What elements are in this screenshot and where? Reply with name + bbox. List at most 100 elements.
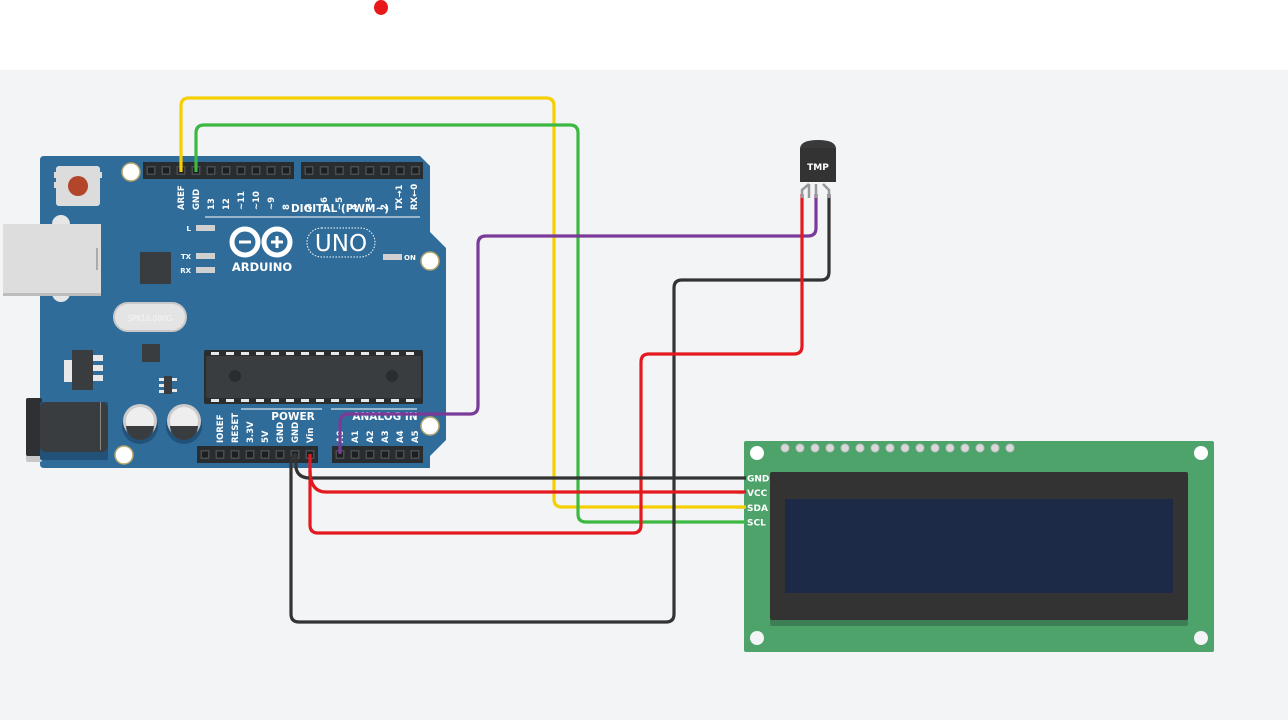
- led-on: ON: [383, 254, 416, 262]
- digital-header-right: [301, 162, 423, 179]
- header-socket[interactable]: [395, 450, 405, 459]
- led-tx: TX: [181, 253, 215, 261]
- reset-button[interactable]: [54, 166, 102, 206]
- svg-text:L: L: [187, 225, 192, 233]
- mount-hole-icon: [420, 416, 440, 436]
- pin-label: 4: [350, 204, 360, 210]
- wire-gnd-scl[interactable]: [194, 123, 746, 524]
- svg-text:SPK16.000G: SPK16.000G: [128, 314, 172, 323]
- lcd-pad: [1005, 443, 1015, 453]
- arduino-uno-board[interactable]: SPK16.000G: [3, 156, 446, 468]
- led-l: L: [187, 225, 215, 233]
- svg-text:RX: RX: [180, 267, 191, 275]
- header-socket[interactable]: [206, 166, 216, 175]
- wire-a0-tmp[interactable]: [338, 194, 818, 454]
- lcd-pad: [975, 443, 985, 453]
- pin-label: IOREF: [216, 414, 226, 443]
- pin-label: 2: [380, 204, 390, 210]
- header-socket[interactable]: [245, 450, 255, 459]
- lcd-pad: [930, 443, 940, 453]
- usb-connector: [3, 215, 101, 302]
- header-socket[interactable]: [335, 450, 345, 459]
- transistor-smd: [159, 376, 177, 394]
- mount-hole-icon: [1194, 631, 1208, 645]
- lcd-pad: [900, 443, 910, 453]
- svg-text:ON: ON: [404, 254, 416, 262]
- pin-label: A2: [366, 430, 376, 443]
- brand-label: ARDUINO: [232, 260, 293, 274]
- header-socket[interactable]: [266, 166, 276, 175]
- pin-label: A1: [351, 430, 361, 443]
- lcd-pad: [870, 443, 880, 453]
- header-socket[interactable]: [161, 166, 171, 175]
- temperature-sensor[interactable]: TMP: [800, 140, 836, 198]
- capacitor: [122, 404, 158, 444]
- lcd-pad: [840, 443, 850, 453]
- header-socket[interactable]: [350, 166, 360, 175]
- wire-aref-sda[interactable]: [179, 96, 746, 509]
- pin-label: GND: [192, 189, 202, 210]
- pin-label: 3.3V: [246, 421, 256, 443]
- lcd-pad: [990, 443, 1000, 453]
- top-toolbar: [0, 0, 1288, 70]
- wire-lcd-vcc[interactable]: [308, 469, 746, 494]
- header-socket[interactable]: [260, 450, 270, 459]
- pin-label: AREF: [177, 185, 187, 210]
- header-socket[interactable]: [281, 166, 291, 175]
- header-socket[interactable]: [230, 450, 240, 459]
- pin-label: ~6: [320, 197, 330, 210]
- pin-label: ~9: [267, 197, 277, 210]
- mount-hole-icon: [750, 631, 764, 645]
- header-socket[interactable]: [365, 450, 375, 459]
- header-socket[interactable]: [146, 166, 156, 175]
- power-header-label: POWER: [271, 411, 314, 423]
- header-socket[interactable]: [395, 166, 405, 175]
- mount-hole-icon: [420, 251, 440, 271]
- header-socket[interactable]: [410, 166, 420, 175]
- header-socket[interactable]: [380, 450, 390, 459]
- wires: [179, 96, 831, 624]
- header-socket[interactable]: [350, 450, 360, 459]
- lcd-pin-label-vcc: VCC: [747, 489, 768, 499]
- header-socket[interactable]: [215, 450, 225, 459]
- pin-label: 12: [222, 198, 232, 210]
- pin-label: GND: [291, 422, 301, 443]
- lcd-pad: [960, 443, 970, 453]
- header-socket[interactable]: [221, 166, 231, 175]
- atmega-microcontroller: [204, 350, 423, 404]
- header-socket[interactable]: [275, 450, 285, 459]
- mount-hole-icon: [121, 162, 141, 182]
- uno-badge: UNO: [306, 227, 376, 258]
- header-socket[interactable]: [334, 166, 344, 175]
- header-socket[interactable]: [365, 166, 375, 175]
- header-socket[interactable]: [380, 166, 390, 175]
- header-socket[interactable]: [410, 450, 420, 459]
- pin-label: TX→1: [395, 185, 405, 210]
- lcd-pin-label-sda: SDA: [747, 504, 768, 514]
- pin-label: Vin: [306, 428, 316, 443]
- pin-label: ~5: [335, 197, 345, 210]
- pin-label: RX←0: [410, 184, 420, 210]
- lcd-pin-label-scl: SCL: [747, 519, 766, 529]
- mount-hole-icon: [1194, 446, 1208, 460]
- lcd-pad: [825, 443, 835, 453]
- header-socket[interactable]: [251, 166, 261, 175]
- wire-tmp-vcc[interactable]: [308, 194, 804, 535]
- header-socket[interactable]: [236, 166, 246, 175]
- lcd-pin-label-gnd: GND: [747, 475, 769, 485]
- header-socket[interactable]: [319, 166, 329, 175]
- sensor-label: TMP: [807, 163, 829, 173]
- header-socket[interactable]: [200, 450, 210, 459]
- voltage-regulator: [64, 350, 103, 390]
- lcd-pad: [810, 443, 820, 453]
- wire-tmp-gnd[interactable]: [289, 194, 831, 624]
- led-rx: RX: [180, 267, 215, 275]
- header-socket[interactable]: [304, 166, 314, 175]
- pin-label: ~3: [365, 197, 375, 210]
- pin-label: GND: [276, 422, 286, 443]
- analog-header: [332, 446, 423, 463]
- lcd-16x2-i2c[interactable]: GND VCC SDA SCL: [737, 441, 1214, 652]
- pin-label: A5: [411, 430, 421, 443]
- digital-header-label: DIGITAL (PWM~): [291, 203, 389, 215]
